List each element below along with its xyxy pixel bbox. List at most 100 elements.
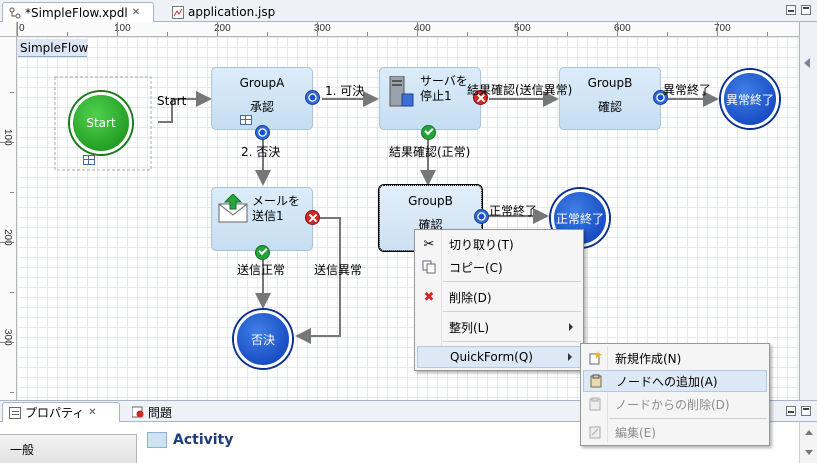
horizontal-ruler: 0 100 200 300 400 500 600 700 — [17, 22, 799, 37]
ruler-label: 100 — [114, 23, 131, 34]
menu-item-add-to-node[interactable]: ノードへの追加(A) — [583, 370, 767, 392]
edge-label-result-normal: 結果確認(正常) — [389, 145, 471, 159]
properties-icon — [9, 406, 21, 419]
edge-label-result-error: 結果確認(送信異常) — [467, 83, 573, 97]
node-groupB-confirm[interactable]: GroupB 確認 — [559, 67, 661, 130]
ruler-label: 500 — [514, 23, 531, 34]
node-mail-send[interactable]: メールを送信1 — [211, 187, 313, 251]
edge-label-normal-end: 正常終了 — [489, 204, 538, 218]
edit-icon — [587, 424, 603, 440]
port-send-error[interactable] — [305, 210, 320, 225]
ruler-label: 600 — [614, 23, 631, 34]
port-send-normal[interactable] — [255, 245, 270, 260]
submenu-arrow-icon — [568, 353, 572, 361]
port-result-error[interactable] — [473, 90, 488, 105]
port-abnormal-end[interactable] — [653, 90, 668, 105]
end-node-reject[interactable]: 否決 — [234, 310, 292, 368]
ruler-corner — [0, 22, 17, 37]
ruler-label: 300 — [314, 23, 331, 34]
edge-label-approve: 1. 可決 — [325, 84, 365, 98]
end-node-abnormal[interactable]: 異常終了 — [721, 70, 779, 128]
start-node-label: Start — [86, 116, 116, 130]
jsp-file-icon — [172, 5, 184, 19]
port-approve[interactable] — [305, 90, 320, 105]
menu-item-arrange[interactable]: 整列(L) — [417, 316, 581, 338]
tab-simpleflow-xpdl[interactable]: *SimpleFlow.xpdl ✕ — [2, 2, 154, 22]
tab-application-jsp[interactable]: application.jsp — [166, 2, 286, 22]
tab-problems[interactable]: 問題 — [126, 402, 186, 422]
port-result-normal[interactable] — [421, 125, 436, 140]
edge-label-start: Start — [157, 94, 187, 108]
edge-label-send-normal: 送信正常 — [237, 263, 286, 277]
menu-item-remove-from-node[interactable]: ノードからの削除(D) — [583, 393, 767, 415]
ruler-label: 300 — [2, 329, 13, 346]
table-icon — [83, 155, 95, 165]
activity-icon — [147, 432, 167, 448]
edge-label-abnormal-end: 異常終了 — [663, 83, 712, 97]
flow-name-label: SimpleFlow — [18, 39, 89, 57]
node-subtitle: 確認 — [597, 100, 622, 114]
end-node-label: 否決 — [250, 332, 275, 347]
ruler-label: 400 — [414, 23, 431, 34]
ruler-label: 0 — [19, 23, 25, 34]
node-title: サーバを停止1 — [420, 74, 468, 103]
palette-expand-button[interactable] — [804, 58, 810, 68]
menu-item-cut[interactable]: ✂ 切り取り(T) — [417, 233, 581, 255]
edge-start — [158, 91, 212, 123]
submenu-arrow-icon — [569, 323, 573, 331]
end-node-label: 異常終了 — [725, 92, 774, 107]
tab-title: *SimpleFlow.xpdl — [25, 5, 128, 20]
properties-scrollbar[interactable] — [799, 422, 817, 463]
port-reject[interactable] — [255, 125, 270, 140]
new-icon — [587, 350, 603, 366]
menu-item-edit[interactable]: 編集(E) — [583, 421, 767, 443]
tab-title: application.jsp — [188, 5, 276, 19]
edge-label-send-error: 送信異常 — [314, 263, 363, 277]
edge-send-error — [295, 217, 341, 344]
maximize-button[interactable] — [801, 406, 811, 416]
edge-label-reject: 2. 否決 — [241, 145, 281, 159]
table-icon — [240, 115, 252, 125]
end-node-label: 正常終了 — [555, 211, 604, 226]
menu-item-quickform[interactable]: QuickForm(Q) — [417, 346, 581, 368]
xpdl-file-icon — [9, 7, 21, 19]
node-subtitle: 承認 — [249, 100, 274, 114]
menu-item-copy[interactable]: コピー(C) — [417, 256, 581, 278]
tab-properties[interactable]: プロパティ ✕ — [2, 402, 120, 422]
node-title: GroupA — [239, 76, 285, 90]
minimize-button[interactable] — [786, 406, 796, 416]
node-groupA-approve[interactable]: GroupA 承認 — [211, 67, 313, 130]
minimize-button[interactable] — [786, 5, 796, 15]
ruler-label: 200 — [2, 229, 13, 246]
port-normal-end[interactable] — [474, 209, 489, 224]
close-icon[interactable]: ✕ — [131, 7, 141, 18]
copy-icon — [421, 259, 437, 275]
quickform-submenu: 新規作成(N) ノードへの追加(A) ノードからの削除(D) 編集(E) — [580, 343, 770, 446]
start-node[interactable]: Start — [70, 92, 132, 154]
ruler-label: 200 — [214, 23, 231, 34]
close-icon[interactable]: ✕ — [88, 407, 97, 418]
maximize-button[interactable] — [801, 5, 811, 15]
flow-canvas[interactable]: SimpleFlow Start GroupA 承認 サーバを停止1 — [17, 37, 799, 400]
context-menu: ✂ 切り取り(T) コピー(C) ✖ 削除(D) 整列(L) QuickForm… — [414, 229, 584, 371]
properties-title: Activity — [147, 432, 233, 448]
vertical-ruler: 100 200 300 — [0, 37, 17, 400]
menu-item-delete[interactable]: ✖ 削除(D) — [417, 286, 581, 308]
editor-tab-bar: *SimpleFlow.xpdl ✕ application.jsp — [0, 0, 817, 22]
node-title: GroupB — [587, 76, 633, 90]
palette-strip — [799, 22, 817, 400]
tab-title: プロパティ — [25, 406, 85, 420]
node-title: GroupB — [408, 194, 453, 208]
node-title: メールを送信1 — [252, 194, 301, 223]
clipboard-remove-icon — [587, 396, 603, 412]
server-icon — [388, 75, 414, 108]
ruler-label: 100 — [2, 129, 13, 146]
ruler-label: 700 — [714, 23, 731, 34]
properties-title-text: Activity — [173, 432, 234, 448]
clipboard-add-icon — [588, 373, 604, 389]
node-subtitle: 確認 — [418, 218, 443, 232]
delete-icon: ✖ — [423, 289, 435, 305]
properties-section-general[interactable]: 一般 — [0, 434, 137, 463]
node-server-stop[interactable]: サーバを停止1 — [379, 67, 481, 130]
menu-item-new[interactable]: 新規作成(N) — [583, 347, 767, 369]
